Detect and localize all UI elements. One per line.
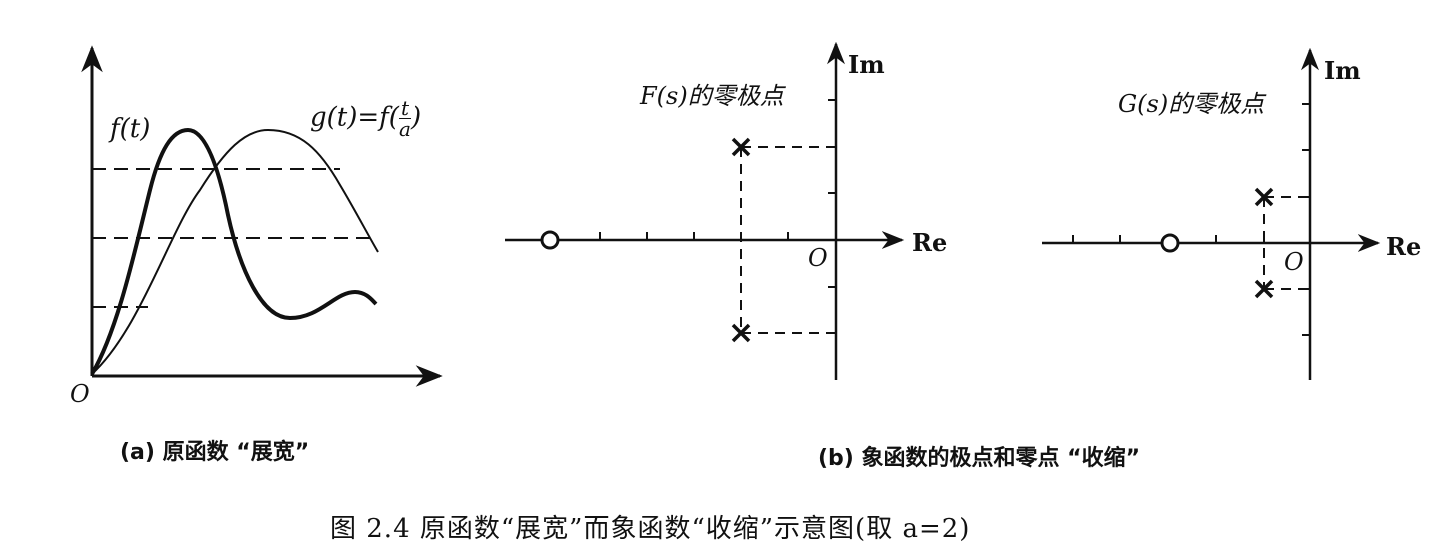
figure-title: 图 2.4 原函数“展宽”而象函数“收缩”示意图(取 a=2) bbox=[330, 514, 971, 544]
curve-f-label: f(t) bbox=[110, 114, 151, 144]
panel-b1-origin-label: O bbox=[808, 244, 828, 272]
panel-a-caption: (a) 原函数 “展宽” bbox=[120, 440, 310, 465]
panel-b2-pole-lower bbox=[1254, 279, 1274, 299]
panel-b1-pole-upper bbox=[731, 137, 751, 157]
panel-b2-re-label: Re bbox=[1386, 232, 1422, 261]
panel-b1-re-label: Re bbox=[912, 228, 948, 257]
curve-g-label-den: a bbox=[398, 117, 411, 141]
curve-g-t bbox=[91, 128, 379, 375]
curve-g-label-num: t bbox=[398, 96, 411, 120]
panel-b2-pole-upper bbox=[1254, 187, 1274, 207]
panel-b2-zero-marker bbox=[1160, 233, 1180, 253]
panel-b2-im-label: Im bbox=[1324, 56, 1361, 85]
panel-b1-plot bbox=[505, 41, 905, 380]
panel-b1-im-label: Im bbox=[848, 50, 885, 79]
panel-b2-plot bbox=[1042, 47, 1381, 380]
panel-b2-title: G(s)的零极点 bbox=[1118, 90, 1265, 118]
panel-b1-zero-marker bbox=[540, 230, 560, 250]
panel-b2-origin-label: O bbox=[1284, 248, 1304, 276]
panel-a-plot bbox=[81, 45, 443, 387]
panel-a-origin-label: O bbox=[70, 380, 90, 408]
curve-f-t bbox=[90, 127, 378, 376]
panel-b1-pole-lower bbox=[731, 323, 751, 343]
panel-b-caption: (b) 象函数的极点和零点 “收缩” bbox=[818, 446, 1141, 471]
curve-g-label-left: g(t)=f( bbox=[310, 102, 399, 133]
panel-b1-title: F(s)的零极点 bbox=[640, 82, 784, 110]
curve-g-label-right: ) bbox=[410, 102, 422, 133]
